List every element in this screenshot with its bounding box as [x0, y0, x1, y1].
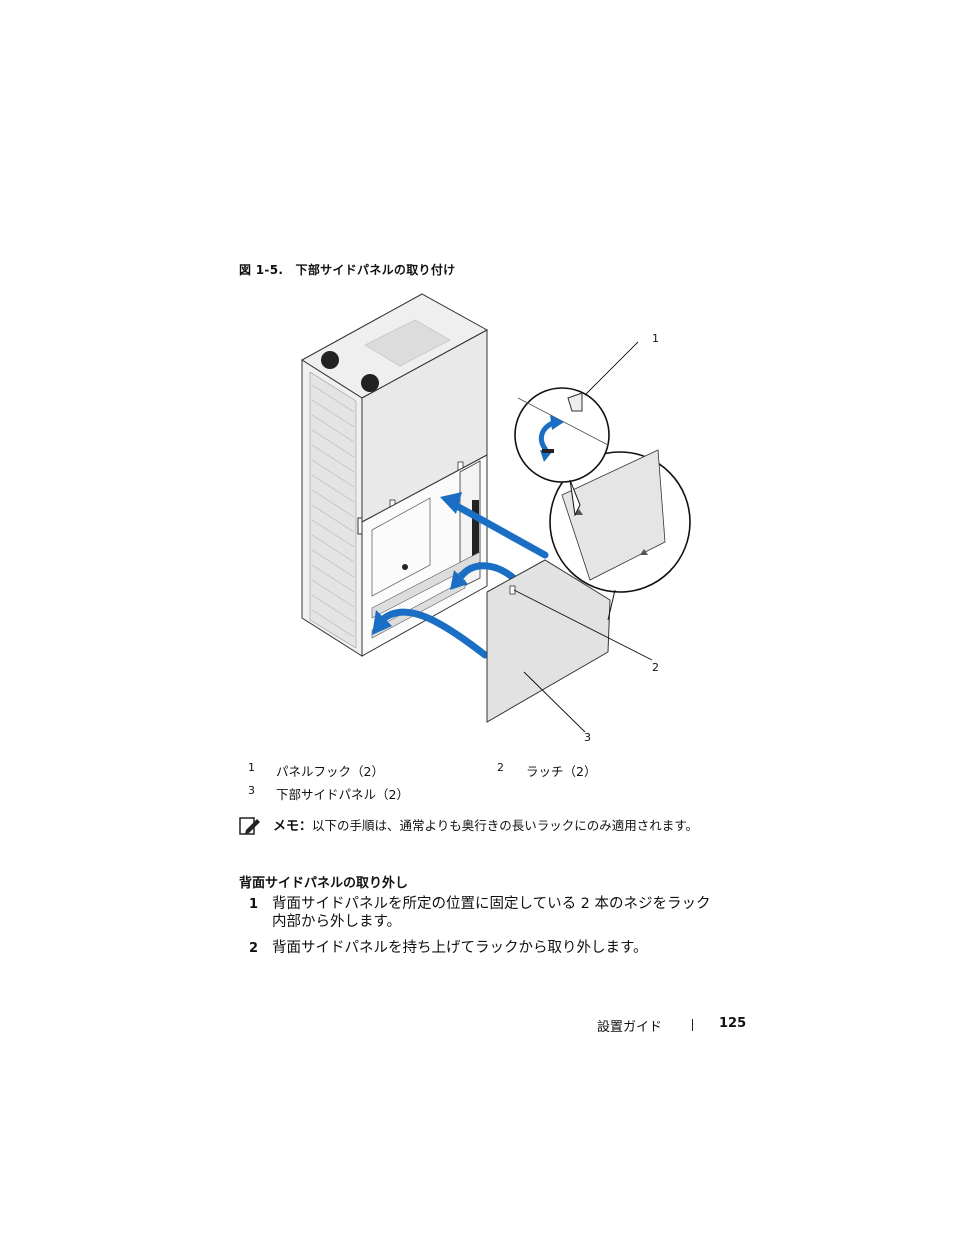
note-block: メモ：以下の手順は、通常よりも奥行きの長いラックにのみ適用されます。 [273, 817, 723, 836]
cable-hole-icon [361, 374, 379, 392]
legend-text: 下部サイドパネル（2） [276, 787, 409, 802]
legend-text: パネルフック（2） [276, 764, 384, 779]
step-text: 背面サイドパネルを所定の位置に固定している 2 本のネジをラック 内部から外しま… [272, 896, 711, 930]
step-number: 2 [249, 941, 259, 956]
lower-side-panel [486, 559, 611, 723]
callout-number: 3 [584, 731, 591, 744]
note-text: 以下の手順は、通常よりも奥行きの長いラックにのみ適用されます。 [312, 818, 699, 833]
legend-number: 1 [248, 761, 255, 774]
legend-text: ラッチ（2） [526, 764, 597, 779]
zoom-detail-hook [514, 387, 610, 483]
footer-separator [692, 1019, 693, 1031]
callout-number: 2 [652, 661, 659, 674]
panel-hook-icon [567, 392, 583, 412]
callout-number: 1 [652, 332, 659, 345]
arrow-head-icon [450, 570, 468, 590]
latch-icon [509, 585, 516, 595]
cabinet-top-vent [364, 319, 451, 367]
page-number: 125 [719, 1016, 747, 1031]
step-number: 1 [249, 897, 259, 912]
arrow-icon [378, 501, 549, 659]
door-vent [309, 371, 357, 649]
figure-caption: 図 1-5. 下部サイドパネルの取り付け [239, 263, 456, 277]
door-perforation [311, 384, 355, 638]
note-label: メモ： [273, 819, 313, 834]
footer-title: 設置ガイド [597, 1020, 663, 1035]
cable-hole-icon [321, 351, 339, 369]
legend-number: 3 [248, 784, 255, 797]
step-text: 背面サイドパネルを持ち上げてラックから取り外します。 [272, 940, 648, 956]
section-heading: 背面サイドパネルの取り外し [239, 876, 409, 891]
note-pencil-icon [239, 817, 260, 835]
arrow-head-icon [440, 492, 462, 514]
arrow-head-icon [372, 610, 392, 635]
rack-illustration [301, 293, 691, 733]
legend-number: 2 [497, 761, 504, 774]
